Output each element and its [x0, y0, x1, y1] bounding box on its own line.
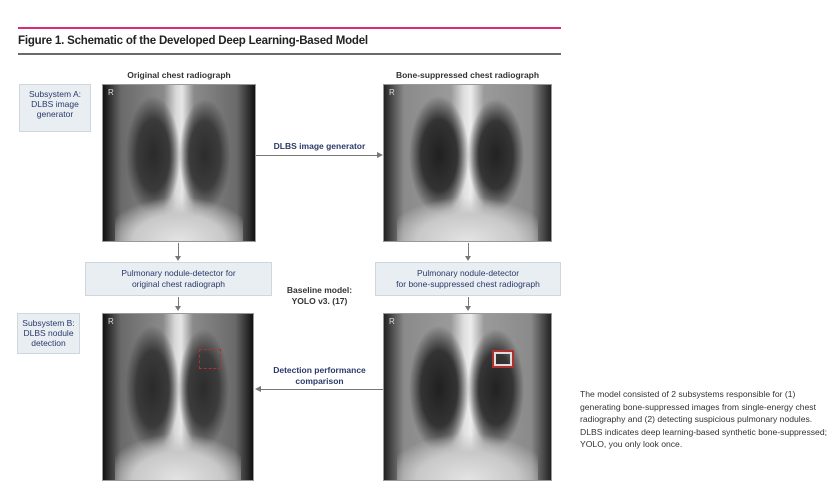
comparison-label: Detection performance comparison — [262, 365, 377, 387]
comparison-arrow — [260, 389, 383, 390]
arrowhead-icon — [175, 306, 181, 311]
down-arrow — [178, 243, 179, 257]
generator-arrow-label: DLBS image generator — [273, 141, 366, 151]
original-radiograph-label: Original chest radiograph — [127, 70, 231, 80]
detector-original-line: Pulmonary nodule-detector for — [121, 268, 236, 278]
nodule-detection-box — [492, 350, 514, 368]
figure-title: Figure 1. Schematic of the Developed Dee… — [18, 35, 368, 47]
subsystem-a-line: DLBS image — [31, 99, 79, 109]
header-rule-accent — [18, 27, 561, 29]
figure-caption: The model consisted of 2 subsystems resp… — [580, 389, 827, 449]
original-detection-image: R — [102, 313, 254, 481]
baseline-model-line: YOLO v3. (17) — [291, 296, 348, 306]
arrowhead-icon — [175, 256, 181, 261]
generator-arrow — [256, 155, 378, 156]
detector-bs-line: Pulmonary nodule-detector — [416, 268, 520, 278]
down-arrow — [468, 243, 469, 257]
nodule-detection-box — [199, 349, 221, 369]
detector-original-box: Pulmonary nodule-detector for original c… — [85, 262, 272, 296]
radiograph-marker: R — [108, 88, 114, 97]
arrowhead-icon — [377, 152, 383, 158]
header-rule — [18, 53, 561, 55]
down-arrow — [468, 297, 469, 307]
radiograph-marker: R — [389, 88, 395, 97]
subsystem-b-line: DLBS nodule — [23, 328, 74, 338]
subsystem-b-line: Subsystem B: — [22, 318, 75, 328]
subsystem-a-line: generator — [36, 109, 74, 119]
arrowhead-icon — [255, 386, 261, 392]
arrowhead-icon — [465, 256, 471, 261]
subsystem-a-box: Subsystem A: DLBS image generator — [19, 84, 91, 132]
subsystem-b-line: detection — [31, 338, 66, 348]
detector-original-line: original chest radiograph — [131, 279, 226, 289]
down-arrow — [178, 297, 179, 307]
baseline-model-line: Baseline model: — [286, 285, 353, 295]
detector-bone-suppressed-box: Pulmonary nodule-detector for bone-suppr… — [375, 262, 561, 296]
bone-suppressed-radiograph-image: R — [383, 84, 552, 242]
bone-suppressed-radiograph-label: Bone-suppressed chest radiograph — [395, 70, 540, 80]
baseline-model-label: Baseline model: YOLO v3. (17) — [262, 285, 377, 307]
radiograph-marker: R — [108, 317, 114, 326]
comparison-line: Detection performance — [273, 365, 366, 375]
detector-bs-line: for bone-suppressed chest radiograph — [396, 279, 540, 289]
bone-suppressed-detection-image: R — [383, 313, 552, 481]
subsystem-a-line: Subsystem A: — [29, 89, 81, 99]
subsystem-b-box: Subsystem B: DLBS nodule detection — [17, 313, 80, 354]
original-radiograph-image: R — [102, 84, 256, 242]
radiograph-marker: R — [389, 317, 395, 326]
arrowhead-icon — [465, 306, 471, 311]
comparison-line: comparison — [295, 376, 344, 386]
